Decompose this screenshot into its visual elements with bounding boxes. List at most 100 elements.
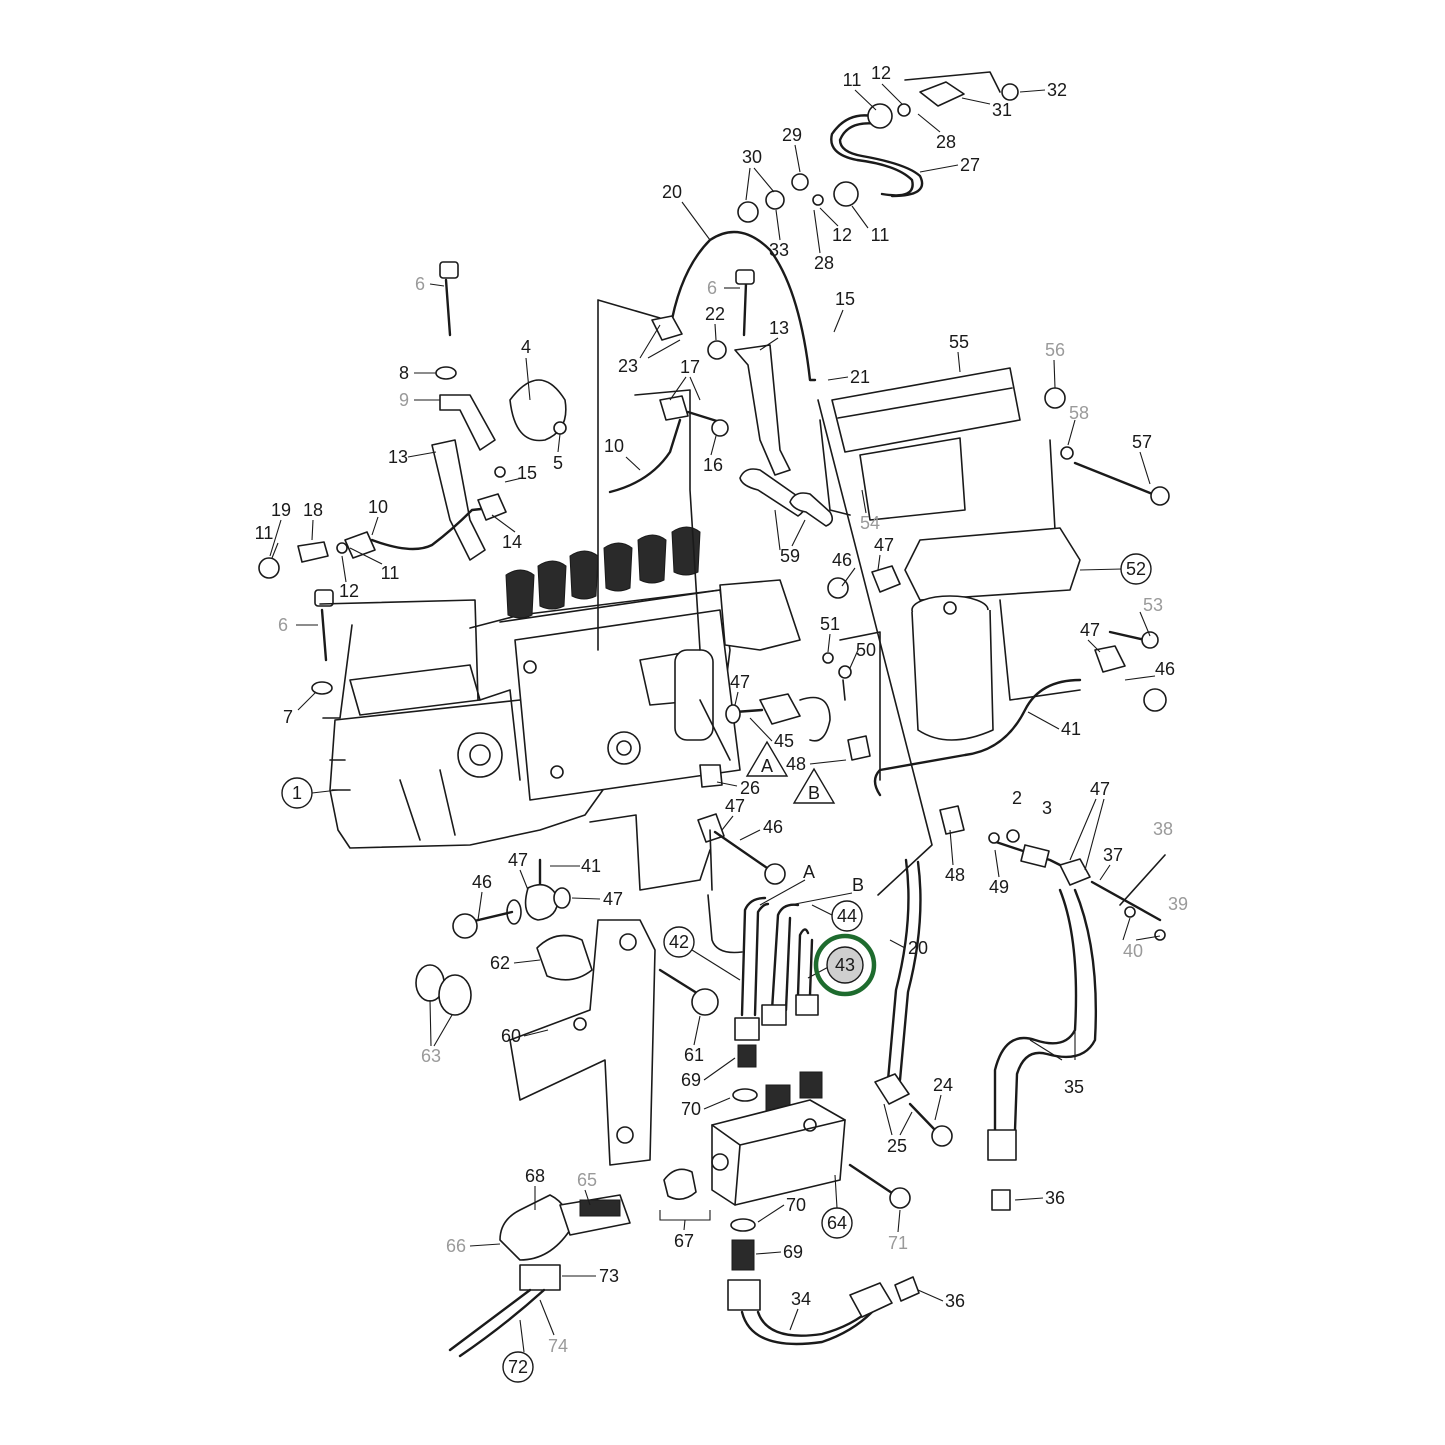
part-callout-B[interactable]: B	[852, 875, 864, 895]
part-callout-41[interactable]: 41	[581, 856, 601, 876]
part-callout-15[interactable]: 15	[835, 289, 855, 309]
part-callout-22[interactable]: 22	[705, 304, 725, 324]
part-callout-63[interactable]: 63	[421, 1046, 441, 1066]
part-callout-9[interactable]: 9	[399, 390, 409, 410]
part-callout-31[interactable]: 31	[992, 100, 1012, 120]
part-callout-47[interactable]: 47	[874, 535, 894, 555]
part-callout-A[interactable]: A	[745, 740, 789, 777]
part-callout-10[interactable]: 10	[604, 436, 624, 456]
part-callout-67[interactable]: 67	[674, 1231, 694, 1251]
part-callout-74[interactable]: 74	[548, 1336, 568, 1356]
part-callout-71[interactable]: 71	[888, 1233, 908, 1253]
part-callout-55[interactable]: 55	[949, 332, 969, 352]
part-callout-46[interactable]: 46	[763, 817, 783, 837]
part-callout-39[interactable]: 39	[1168, 894, 1188, 914]
part-callout-41[interactable]: 41	[1061, 719, 1081, 739]
part-callout-36[interactable]: 36	[945, 1291, 965, 1311]
part-callout-5[interactable]: 5	[553, 453, 563, 473]
part-callout-59[interactable]: 59	[780, 546, 800, 566]
part-callout-18[interactable]: 18	[303, 500, 323, 520]
part-callout-13[interactable]: 13	[388, 447, 408, 467]
part-callout-46[interactable]: 46	[472, 872, 492, 892]
part-callout-29[interactable]: 29	[782, 125, 802, 145]
part-callout-51[interactable]: 51	[820, 614, 840, 634]
part-callout-45[interactable]: 45	[774, 731, 794, 751]
part-callout-47[interactable]: 47	[1090, 779, 1110, 799]
part-callout-69[interactable]: 69	[783, 1242, 803, 1262]
part-callout-44[interactable]: 44	[831, 900, 863, 932]
part-callout-11[interactable]: 11	[871, 225, 890, 245]
part-callout-A[interactable]: A	[803, 862, 815, 882]
part-callout-16[interactable]: 16	[703, 455, 723, 475]
part-callout-43[interactable]: 43	[813, 933, 877, 997]
part-callout-7[interactable]: 7	[283, 707, 293, 727]
part-callout-10[interactable]: 10	[368, 497, 388, 517]
part-callout-3[interactable]: 3	[1042, 798, 1052, 818]
part-callout-35[interactable]: 35	[1064, 1077, 1084, 1097]
part-callout-30[interactable]: 30	[742, 147, 762, 167]
part-callout-26[interactable]: 26	[740, 778, 760, 798]
part-callout-25[interactable]: 25	[887, 1136, 907, 1156]
part-callout-36[interactable]: 36	[1045, 1188, 1065, 1208]
part-callout-38[interactable]: 38	[1153, 819, 1173, 839]
part-callout-42[interactable]: 42	[663, 926, 695, 958]
part-callout-64[interactable]: 64	[821, 1207, 853, 1239]
part-callout-12[interactable]: 12	[871, 63, 891, 83]
part-callout-69[interactable]: 69	[681, 1070, 701, 1090]
part-callout-52[interactable]: 52	[1120, 553, 1152, 585]
part-callout-28[interactable]: 28	[814, 253, 834, 273]
part-callout-17[interactable]: 17	[680, 357, 700, 377]
part-callout-6[interactable]: 6	[278, 615, 288, 635]
part-callout-23[interactable]: 23	[618, 356, 638, 376]
part-callout-4[interactable]: 4	[521, 337, 531, 357]
part-callout-37[interactable]: 37	[1103, 845, 1123, 865]
part-callout-72[interactable]: 72	[502, 1351, 534, 1383]
part-callout-33[interactable]: 33	[769, 240, 789, 260]
part-callout-34[interactable]: 34	[791, 1289, 811, 1309]
part-callout-68[interactable]: 68	[525, 1166, 545, 1186]
part-callout-24[interactable]: 24	[933, 1075, 953, 1095]
part-callout-49[interactable]: 49	[989, 877, 1009, 897]
part-callout-14[interactable]: 14	[502, 532, 522, 552]
part-callout-48[interactable]: 48	[945, 865, 965, 885]
part-callout-21[interactable]: 21	[850, 367, 870, 387]
part-callout-66[interactable]: 66	[446, 1236, 466, 1256]
part-callout-28[interactable]: 28	[936, 132, 956, 152]
part-callout-53[interactable]: 53	[1143, 595, 1163, 615]
part-callout-57[interactable]: 57	[1132, 432, 1152, 452]
part-callout-70[interactable]: 70	[681, 1099, 701, 1119]
part-callout-19[interactable]: 19	[271, 500, 291, 520]
part-callout-11[interactable]: 11	[843, 70, 862, 90]
part-callout-32[interactable]: 32	[1047, 80, 1067, 100]
part-callout-50[interactable]: 50	[856, 640, 876, 660]
part-callout-47[interactable]: 47	[603, 889, 623, 909]
part-callout-56[interactable]: 56	[1045, 340, 1065, 360]
part-callout-47[interactable]: 47	[725, 796, 745, 816]
part-callout-73[interactable]: 73	[599, 1266, 619, 1286]
part-callout-70[interactable]: 70	[786, 1195, 806, 1215]
part-callout-6[interactable]: 6	[707, 278, 717, 298]
part-callout-62[interactable]: 62	[490, 953, 510, 973]
part-callout-47[interactable]: 47	[730, 672, 750, 692]
part-callout-11[interactable]: 11	[381, 563, 400, 583]
part-callout-12[interactable]: 12	[832, 225, 852, 245]
part-callout-20[interactable]: 20	[662, 182, 682, 202]
part-callout-65[interactable]: 65	[577, 1170, 597, 1190]
part-callout-47[interactable]: 47	[508, 850, 528, 870]
part-callout-40[interactable]: 40	[1123, 941, 1143, 961]
part-callout-48[interactable]: 48	[786, 754, 806, 774]
part-callout-8[interactable]: 8	[399, 363, 409, 383]
part-callout-46[interactable]: 46	[832, 550, 852, 570]
part-callout-61[interactable]: 61	[684, 1045, 704, 1065]
part-callout-13[interactable]: 13	[769, 318, 789, 338]
part-callout-11[interactable]: 11	[255, 523, 274, 543]
part-callout-20[interactable]: 20	[908, 938, 928, 958]
part-callout-2[interactable]: 2	[1012, 788, 1022, 808]
part-callout-6[interactable]: 6	[415, 274, 425, 294]
part-callout-12[interactable]: 12	[339, 581, 359, 601]
part-callout-58[interactable]: 58	[1069, 403, 1089, 423]
part-callout-B[interactable]: B	[792, 767, 836, 804]
part-callout-1[interactable]: 1	[281, 777, 313, 809]
part-callout-54[interactable]: 54	[860, 513, 880, 533]
part-callout-46[interactable]: 46	[1155, 659, 1175, 679]
